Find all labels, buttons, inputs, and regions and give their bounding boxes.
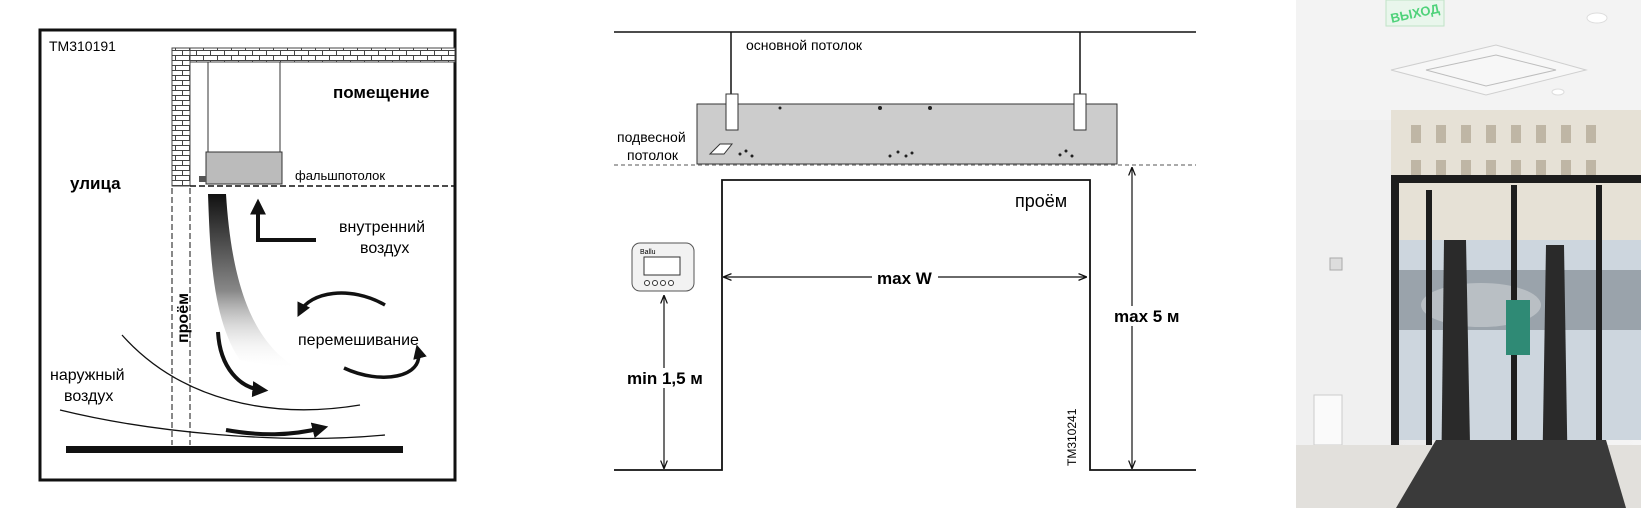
label-suspended-2: потолок bbox=[627, 147, 679, 163]
ceiling-cassette bbox=[1390, 44, 1588, 96]
inner-air-arrow bbox=[250, 198, 316, 242]
security-gate bbox=[1542, 245, 1568, 490]
label-inner-air-2: воздух bbox=[360, 240, 409, 257]
airflow-diagram: TM310191 помещение улица фальшпотолок вн… bbox=[0, 0, 470, 508]
diagram2-code: TM310241 bbox=[1065, 408, 1079, 466]
height-label-bg bbox=[1108, 306, 1188, 326]
door-handle bbox=[1518, 300, 1530, 355]
label-street: улица bbox=[70, 174, 121, 193]
label-mixing: перемешивание bbox=[298, 332, 419, 349]
label-opening: проём bbox=[1015, 191, 1067, 211]
entrance-photo: ВЫХОД bbox=[1296, 0, 1641, 508]
ceiling-light bbox=[1551, 88, 1565, 96]
wall-sensor bbox=[1329, 257, 1343, 271]
label-max-width: max W bbox=[877, 269, 933, 288]
brick-wall bbox=[171, 47, 191, 187]
door-handle bbox=[1506, 300, 1518, 355]
remote-controller: Ballu bbox=[631, 242, 695, 292]
label-main-ceiling: основной потолок bbox=[746, 37, 863, 53]
air-jet bbox=[208, 194, 300, 370]
mixing-arrow bbox=[297, 291, 386, 318]
label-opening: проём bbox=[175, 293, 192, 343]
exit-sign bbox=[1385, 0, 1445, 27]
brick-ceiling bbox=[171, 47, 456, 63]
unit-dots bbox=[738, 106, 1074, 158]
unit-bracket bbox=[725, 93, 739, 131]
controller-brand: Ballu bbox=[640, 249, 656, 256]
air-curtain-unit bbox=[696, 103, 1118, 165]
unit-bracket bbox=[1073, 93, 1087, 131]
air-curtain-unit bbox=[205, 151, 283, 185]
security-gate bbox=[1441, 240, 1471, 495]
mixing-arrow bbox=[343, 344, 427, 379]
cassette-grille bbox=[1425, 54, 1557, 87]
label-min-height: min 1,5 м bbox=[627, 369, 703, 388]
outside-flow-curve bbox=[59, 409, 386, 440]
floor bbox=[66, 446, 403, 453]
door-opening bbox=[614, 179, 1196, 471]
label-outer-air-1: наружный bbox=[50, 367, 125, 384]
ceiling-light bbox=[1586, 12, 1608, 24]
label-room: помещение bbox=[333, 83, 429, 102]
width-label-bg bbox=[872, 268, 938, 288]
floor-flow-arrow bbox=[225, 422, 329, 439]
label-false-ceiling: фальшпотолок bbox=[295, 168, 385, 183]
diagram1-code: TM310191 bbox=[49, 38, 116, 54]
label-outer-air-2: воздух bbox=[64, 388, 113, 405]
installation-diagram: основной потолок подвесной потолок проём… bbox=[600, 0, 1220, 508]
entrance-photo-svg: ВЫХОД bbox=[1296, 0, 1641, 508]
unit-vent bbox=[708, 143, 734, 155]
entrance-mat bbox=[1396, 440, 1626, 508]
min-height-label-bg bbox=[622, 368, 708, 388]
downflow-arrow bbox=[216, 331, 269, 398]
airflow-diagram-svg: TM310191 помещение улица фальшпотолок вн… bbox=[38, 28, 457, 482]
outside-flow-curve bbox=[121, 334, 361, 411]
label-max-height: max 5 м bbox=[1114, 307, 1180, 326]
label-inner-air-1: внутренний bbox=[339, 219, 425, 236]
wall-panel bbox=[1313, 394, 1343, 446]
installation-diagram-svg: основной потолок подвесной потолок проём… bbox=[614, 31, 1196, 471]
unit-bracket bbox=[199, 176, 206, 182]
label-suspended-1: подвесной bbox=[617, 129, 686, 145]
